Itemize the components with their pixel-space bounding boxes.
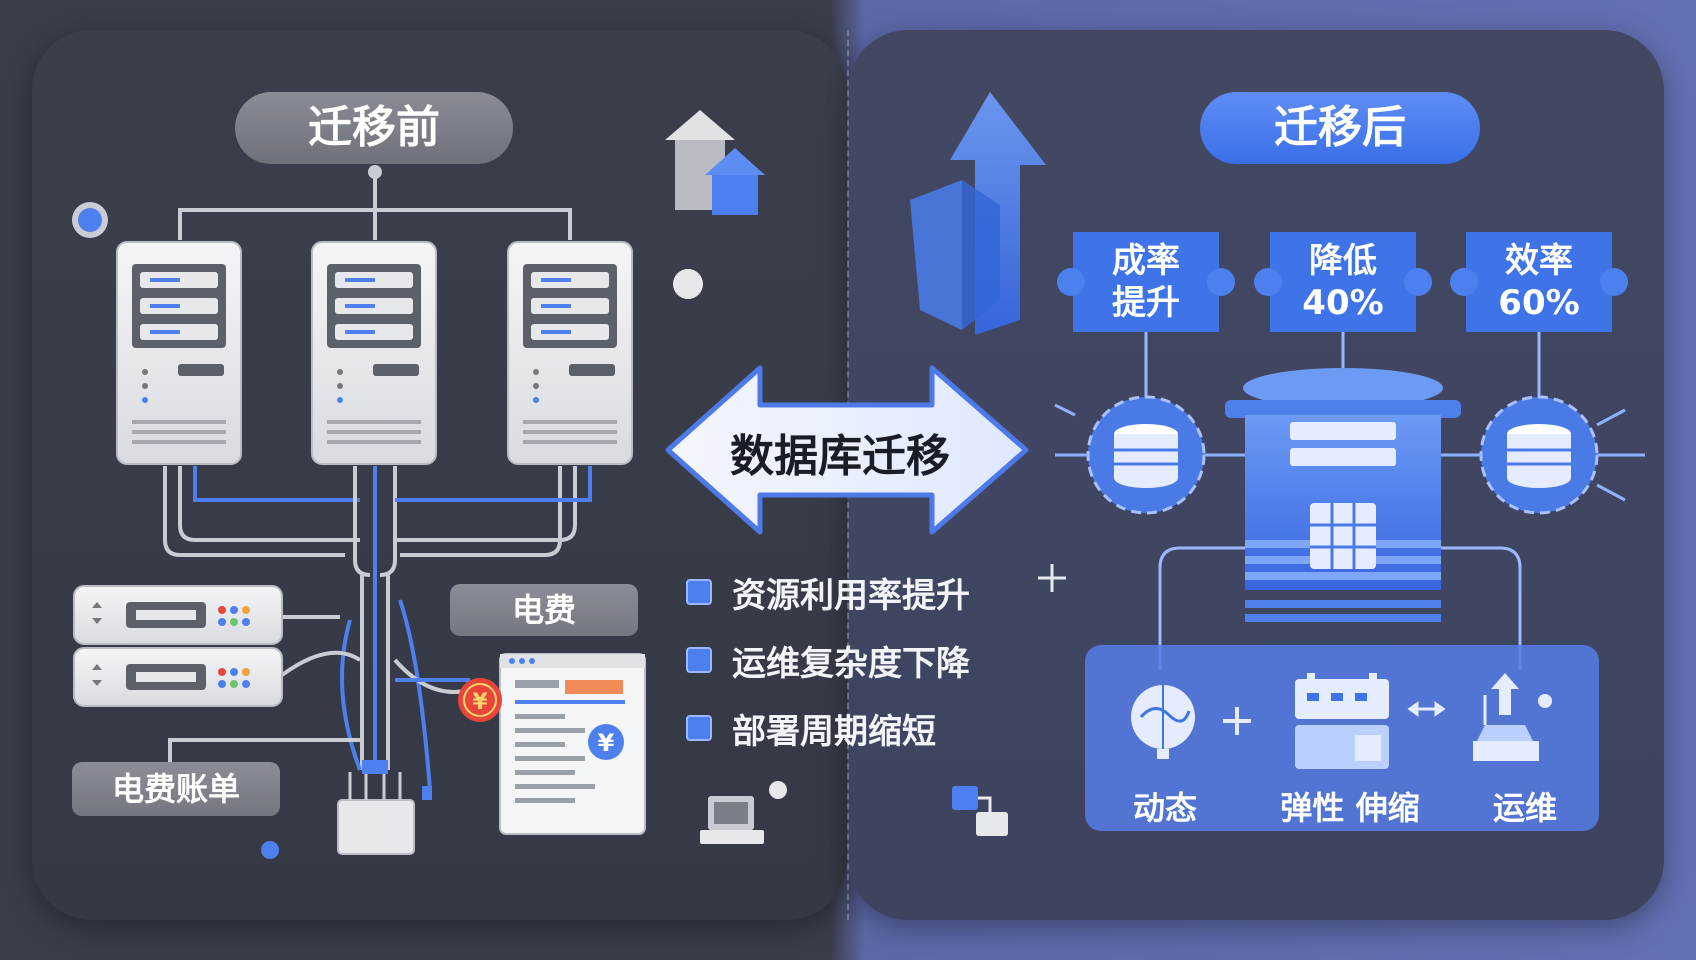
house-icon xyxy=(665,110,765,215)
bullet-square-icon xyxy=(686,647,712,673)
kpi-1-line1: 成率 xyxy=(1112,241,1180,281)
rack-unit-1 xyxy=(73,585,283,645)
bullet-square-icon xyxy=(686,579,712,605)
benefit-item: 资源利用率提升 xyxy=(686,558,970,626)
double-arrow-icon xyxy=(1407,701,1446,717)
before-title: 迁移前 xyxy=(235,92,513,164)
feature-label-dynamic: 动态 xyxy=(1132,789,1197,827)
benefit-item: 运维复杂度下降 xyxy=(686,626,970,694)
features-icons xyxy=(1131,673,1552,769)
benefit-text: 资源利用率提升 xyxy=(732,575,970,616)
benefit-text: 运维复杂度下降 xyxy=(732,643,970,684)
kpi-card-1: 成率 提升 xyxy=(1057,232,1235,332)
cable-bundle xyxy=(163,466,592,791)
kpi-connector-dot xyxy=(1600,268,1628,296)
kpi-card-3: 效率 60% xyxy=(1450,232,1628,332)
kpi-connector-dot xyxy=(1207,268,1235,296)
plus-sparkle-icon xyxy=(1038,564,1066,592)
rack-unit-2 xyxy=(73,647,283,707)
bullet-square-icon xyxy=(686,715,712,741)
yuan-symbol-blue: ¥ xyxy=(598,729,615,757)
migration-label: 数据库迁移 xyxy=(730,431,950,482)
bill-document: ¥ xyxy=(499,653,646,835)
migration-double-arrow xyxy=(665,365,1029,535)
kpi-1-line2: 提升 xyxy=(1112,283,1180,323)
kpi-connectors xyxy=(1144,332,1541,398)
features-panel: 动态 弹性 伸缩 运维 xyxy=(1085,645,1599,831)
decor-dot xyxy=(769,781,787,799)
server-rack-1 xyxy=(116,241,242,465)
cloud-panel-links xyxy=(1158,546,1522,670)
after-title: 迁移后 xyxy=(1200,92,1480,164)
server-rack-3 xyxy=(507,241,633,465)
kpi-2-line2: 40% xyxy=(1302,283,1384,323)
router-icon xyxy=(337,760,432,855)
benefit-item: 部署周期缩短 xyxy=(686,694,970,762)
gear-icon xyxy=(72,202,108,238)
growth-arrow-icon xyxy=(910,92,1046,335)
connector-icon xyxy=(952,786,1008,836)
yuan-coin-icon: ¥ xyxy=(458,678,502,722)
database-icon-left xyxy=(1054,395,1206,515)
benefit-text: 部署周期缩短 xyxy=(732,711,936,752)
feature-label-ops: 运维 xyxy=(1492,789,1557,827)
power-fee-label: 电费 xyxy=(450,584,638,636)
server-rack-2 xyxy=(311,241,437,465)
benefits-list: 资源利用率提升 运维复杂度下降 部署周期缩短 xyxy=(686,558,970,762)
kpi-3-line1: 效率 xyxy=(1505,241,1573,281)
kpi-3-line2: 60% xyxy=(1498,283,1580,323)
kpi-2-line1: 降低 xyxy=(1309,241,1377,281)
decor-dot xyxy=(261,841,279,859)
decor-dot xyxy=(673,269,703,299)
kpi-card-2: 降低 40% xyxy=(1254,232,1432,332)
operations-tower-icon xyxy=(1473,673,1552,761)
database-icon-right xyxy=(1479,395,1645,515)
kpi-connector-dot xyxy=(1254,268,1282,296)
kpi-connector-dot xyxy=(1404,268,1432,296)
server-top-wiring xyxy=(178,165,572,240)
kpi-connector-dot xyxy=(1057,268,1085,296)
feature-label-elastic: 弹性 伸缩 xyxy=(1280,789,1420,827)
power-bill-label: 电费账单 xyxy=(72,762,280,816)
plus-icon xyxy=(1223,707,1251,735)
kpi-connector-dot xyxy=(1450,268,1478,296)
monitor-icon xyxy=(700,796,764,844)
dynamic-globe-icon xyxy=(1131,685,1195,759)
cloud-server-icon xyxy=(1225,368,1461,622)
elastic-scaling-icon xyxy=(1295,673,1389,769)
yuan-symbol-red: ¥ xyxy=(472,690,488,715)
